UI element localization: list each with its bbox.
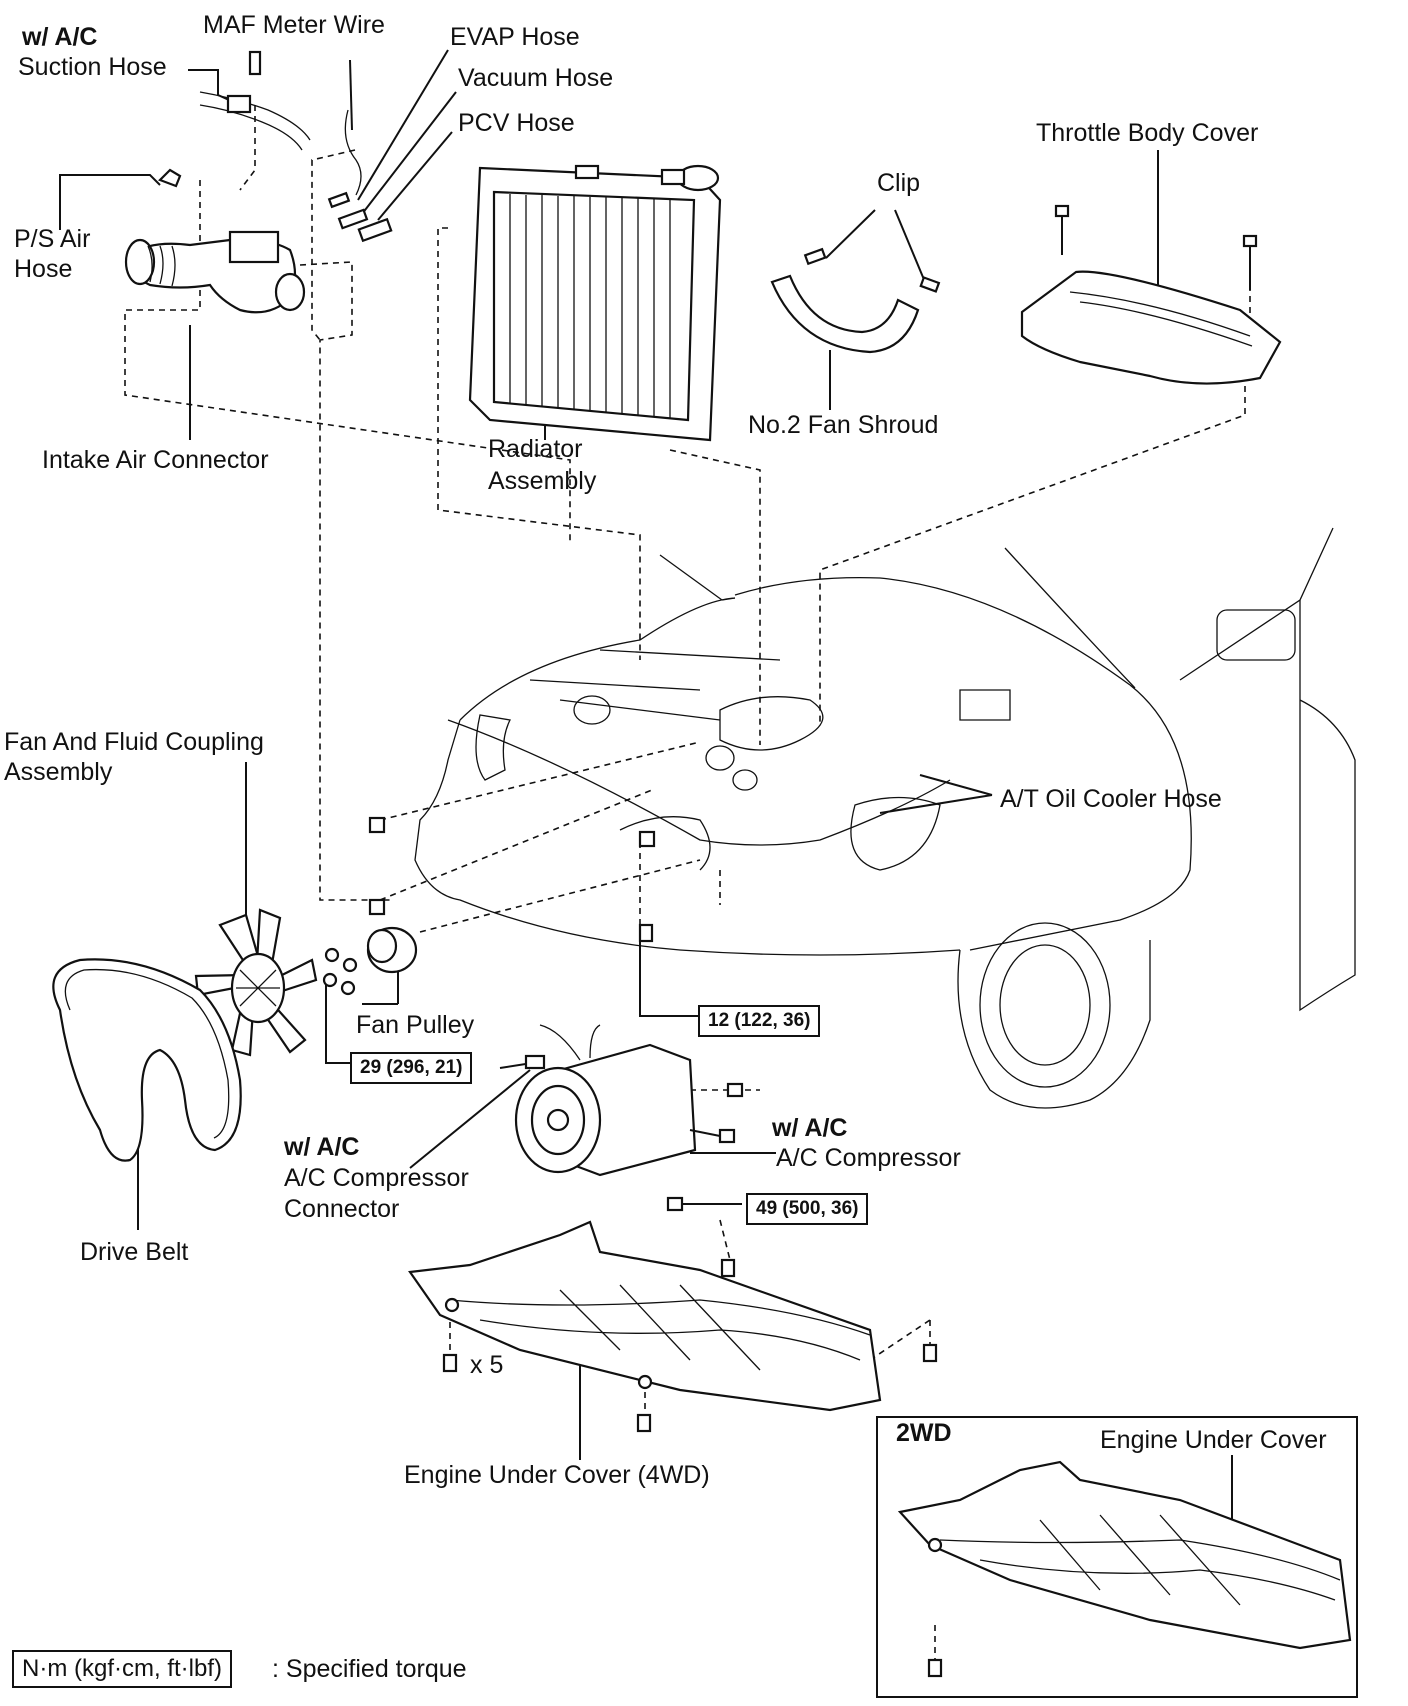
- label-ps-air-hose-line2: Hose: [14, 255, 73, 283]
- fan-assembly-art: [194, 908, 318, 1057]
- vehicle-art: [368, 527, 1356, 1109]
- torque-spec-49: 49 (500, 36): [746, 1193, 869, 1225]
- drive-belt-art: [52, 958, 242, 1162]
- label-maf-meter-wire: MAF Meter Wire: [203, 11, 385, 39]
- fan-shroud-art: [770, 247, 941, 354]
- label-fan-pulley: Fan Pulley: [356, 1011, 475, 1039]
- label-drive-belt: Drive Belt: [80, 1238, 189, 1266]
- label-wac-compressor: w/ A/C: [772, 1114, 848, 1142]
- legend-torque-unit: N·m (kgf·cm, ft·lbf): [12, 1650, 232, 1688]
- label-intake-air-connector: Intake Air Connector: [42, 446, 269, 474]
- torque-spec-29: 29 (296, 21): [350, 1052, 473, 1084]
- label-ac-compressor: A/C Compressor: [776, 1144, 961, 1172]
- label-ps-air-hose-line1: P/S Air: [14, 225, 91, 253]
- label-suction-hose: Suction Hose: [18, 53, 167, 81]
- label-ac-compressor-connector-line1: A/C Compressor: [284, 1164, 469, 1192]
- suction-hose-art: [199, 50, 362, 196]
- label-fan-coupling-line1: Fan And Fluid Coupling: [4, 728, 264, 756]
- label-throttle-body-cover: Throttle Body Cover: [1036, 119, 1259, 147]
- torque-spec-12: 12 (122, 36): [698, 1005, 821, 1037]
- label-2wd: 2WD: [896, 1419, 952, 1447]
- label-radiator-assembly-line1: Radiator: [488, 435, 583, 463]
- label-x5: x 5: [470, 1351, 504, 1379]
- engine-under-cover-2wd-art: [897, 1460, 1352, 1678]
- label-ac-compressor-connector-line2: Connector: [284, 1195, 400, 1223]
- label-radiator-assembly-line2: Assembly: [488, 467, 597, 495]
- inset-2wd: [876, 1416, 1358, 1698]
- throttle-body-cover-art: [1020, 204, 1282, 385]
- radiator-art: [468, 164, 722, 442]
- label-engine-under-cover-4wd: Engine Under Cover (4WD): [404, 1461, 710, 1489]
- intake-air-connector-art: [124, 168, 306, 314]
- label-fan-coupling-line2: Assembly: [4, 758, 113, 786]
- label-evap-hose: EVAP Hose: [450, 23, 580, 51]
- ac-compressor-art: [514, 1024, 744, 1212]
- label-clip: Clip: [877, 169, 921, 197]
- hoses-art: [327, 191, 393, 243]
- label-wac-connector: w/ A/C: [284, 1133, 360, 1161]
- label-engine-under-cover: Engine Under Cover: [1100, 1426, 1327, 1454]
- label-pcv-hose: PCV Hose: [458, 109, 575, 137]
- label-vacuum-hose: Vacuum Hose: [458, 64, 614, 92]
- label-no2-fan-shroud: No.2 Fan Shroud: [748, 411, 939, 439]
- label-at-oil-cooler-hose: A/T Oil Cooler Hose: [1000, 785, 1222, 813]
- legend-specified-torque: : Specified torque: [272, 1655, 467, 1683]
- label-wac-suction: w/ A/C: [22, 23, 98, 51]
- fan-pulley-art: [322, 926, 418, 996]
- engine-under-cover-4wd-art: [408, 1220, 938, 1433]
